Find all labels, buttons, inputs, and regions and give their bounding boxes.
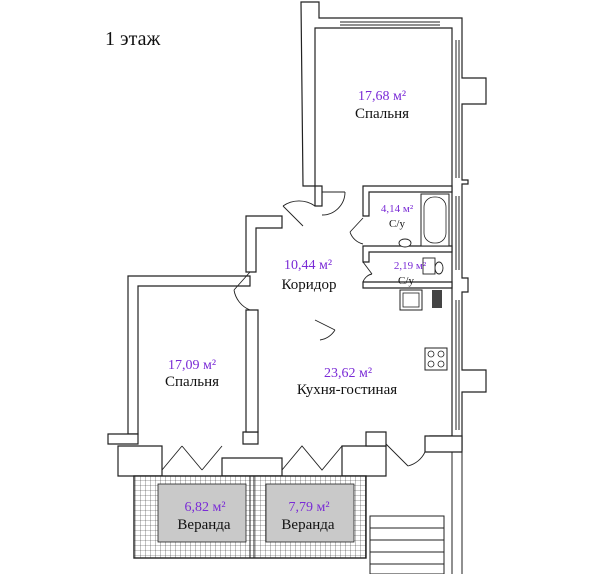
room-area-bedroom-top: 17,68 м² [357, 89, 407, 104]
floor-label: 1 этаж [105, 28, 161, 50]
room-name-kitchen-living: Кухня-гостиная [296, 382, 398, 398]
windows [340, 21, 460, 430]
room-name-corridor: Коридор [281, 277, 337, 293]
room-name-bedroom-left: Спальня [164, 374, 220, 390]
room-name-veranda-1: Веранда [177, 517, 231, 533]
doors [161, 191, 426, 471]
stairs [369, 452, 463, 574]
room-name-bath-2: С/у [398, 275, 414, 287]
room-name-bedroom-top: Спальня [354, 106, 410, 122]
veranda-terrace [133, 475, 367, 559]
room-area-bath-1: 4,14 м² [380, 203, 414, 215]
room-area-bath-2: 2,19 м² [393, 260, 427, 272]
room-area-veranda-1: 6,82 м² [184, 500, 226, 515]
kitchen-sink-icon [399, 289, 442, 311]
sink-icon [422, 257, 436, 275]
room-name-bath-1: С/у [389, 218, 405, 230]
bathtub-icon [420, 193, 450, 247]
room-area-veranda-2: 7,79 м² [288, 500, 330, 515]
room-name-veranda-2: Веранда [281, 517, 335, 533]
toilet-icon [398, 238, 444, 275]
room-area-corridor: 10,44 м² [283, 258, 333, 273]
room-area-kitchen-living: 23,62 м² [323, 366, 373, 381]
stove-icon [424, 347, 448, 371]
room-area-bedroom-left: 17,09 м² [167, 358, 217, 373]
